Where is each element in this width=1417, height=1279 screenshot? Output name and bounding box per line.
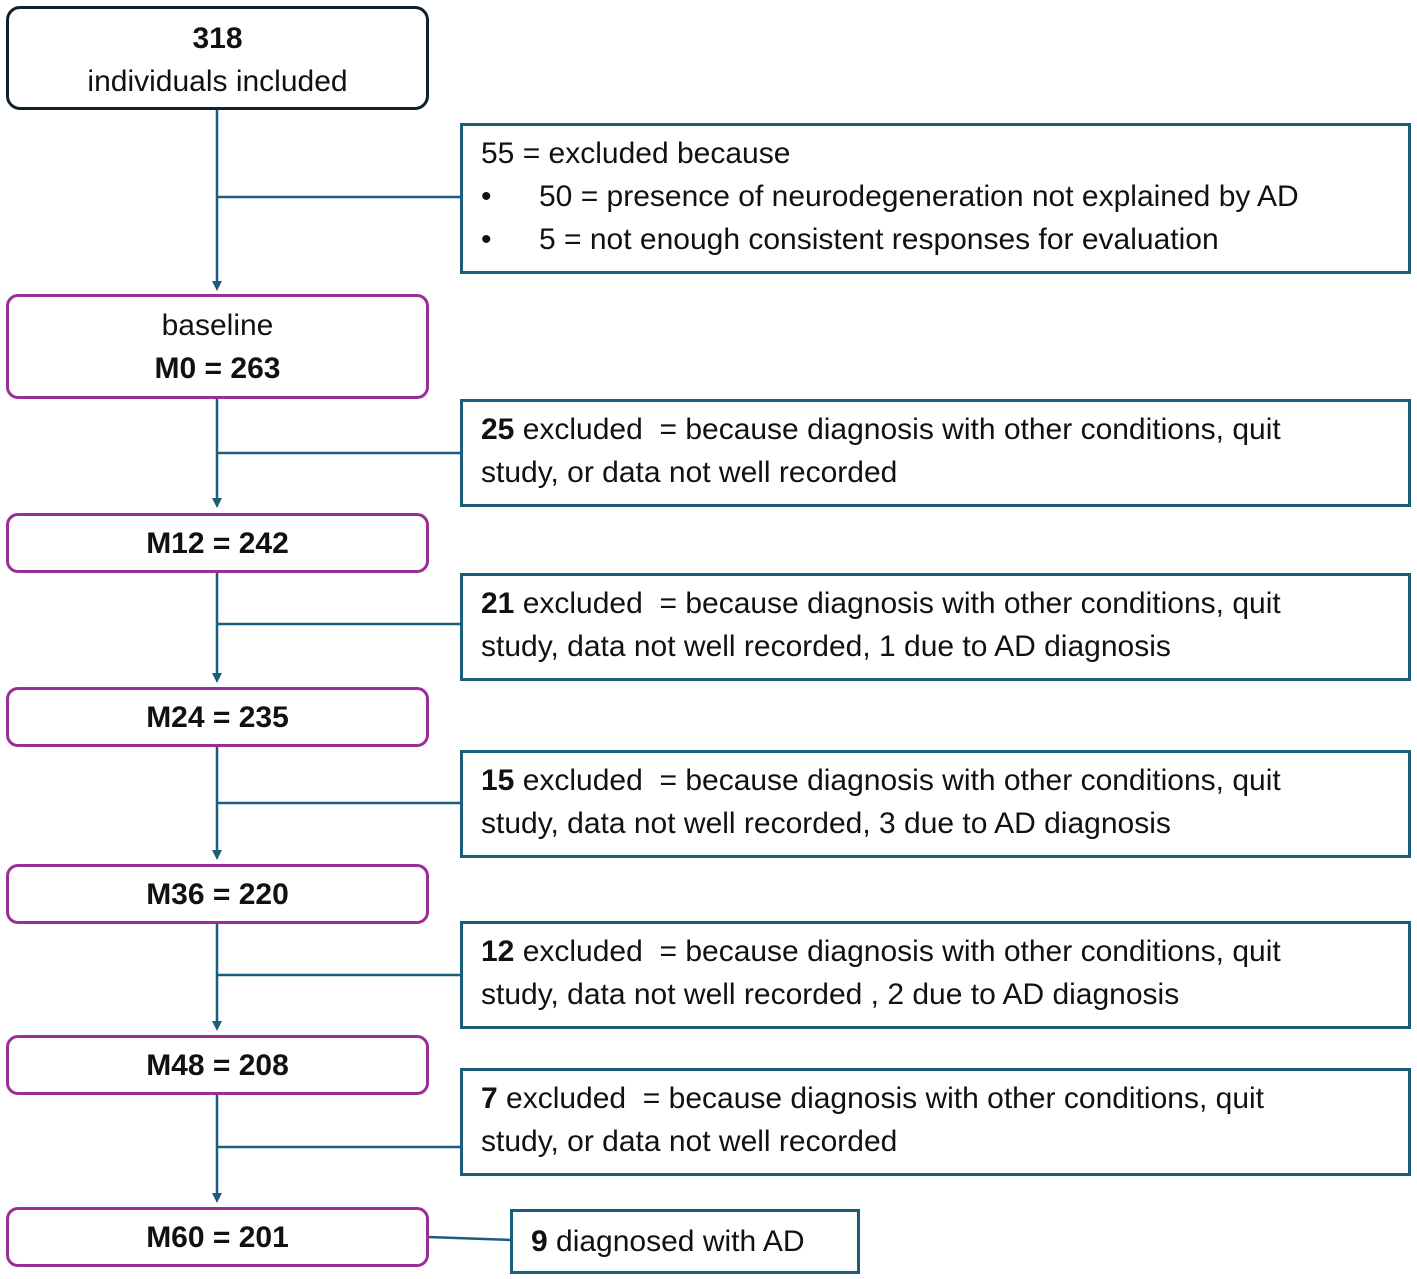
stage-label: M24 = 235 (146, 700, 289, 734)
stage-label: M48 = 208 (146, 1048, 289, 1082)
stage-box-m24: M24 = 235 (6, 687, 429, 747)
stage-box-m36: M36 = 220 (6, 864, 429, 924)
first-exclusion-box: 55 = excluded because •50 = presence of … (460, 123, 1411, 274)
stage-box-m48: M48 = 208 (6, 1035, 429, 1095)
exclusion-count: 21 (481, 587, 515, 620)
diagnosed-text: diagnosed with AD (547, 1225, 805, 1258)
exclusion-box: 21 excluded = because diagnosis with oth… (460, 573, 1411, 681)
exclusion-text: excluded = because diagnosis with other … (514, 413, 1281, 446)
stage-label: M36 = 220 (146, 877, 289, 911)
exclusion-text: excluded = because diagnosis with other … (497, 1082, 1265, 1115)
exclusion-count: 12 (481, 935, 515, 968)
stage-label: M12 = 242 (146, 526, 289, 560)
exclusion-text: excluded = because diagnosis with other … (514, 587, 1281, 620)
exclusion-count: 7 (481, 1082, 498, 1115)
baseline-box: baseline M0 = 263 (6, 294, 429, 399)
exclusion-box: 7 excluded = because diagnosis with othe… (460, 1068, 1411, 1176)
exclusion-box: 25 excluded = because diagnosis with oth… (460, 399, 1411, 507)
stage-box-m12: M12 = 242 (6, 513, 429, 573)
start-box: 318 individuals included (6, 6, 429, 110)
exclusion-text-line2: study, data not well recorded, 3 due to … (481, 807, 1171, 840)
exclusion-count: 15 (481, 764, 515, 797)
diagnosed-box: 9 diagnosed with AD (510, 1209, 860, 1274)
stage-label: M60 = 201 (146, 1220, 289, 1254)
connector-m60-to-diagnosed (427, 1235, 512, 1242)
first-exclusion-bullet-text: 50 = presence of neurodegeneration not e… (539, 180, 1299, 213)
exclusion-text: excluded = because diagnosis with other … (514, 935, 1281, 968)
exclusion-text: excluded = because diagnosis with other … (514, 764, 1281, 797)
baseline-value: M0 = 263 (154, 351, 281, 385)
exclusion-text-line2: study, data not well recorded , 2 due to… (481, 978, 1180, 1011)
first-exclusion-bullet: •50 = presence of neurodegeneration not … (481, 175, 1408, 218)
first-exclusion-bullet-text: 5 = not enough consistent responses for … (539, 223, 1219, 256)
baseline-label: baseline (161, 308, 274, 342)
exclusion-box: 12 excluded = because diagnosis with oth… (460, 921, 1411, 1029)
start-count: 318 (192, 22, 243, 55)
exclusion-count: 25 (481, 413, 515, 446)
diagnosed-count: 9 (531, 1225, 548, 1258)
exclusion-text-line2: study, or data not well recorded (481, 456, 898, 489)
first-exclusion-header: 55 = excluded because (481, 137, 791, 170)
first-exclusion-bullet: •5 = not enough consistent responses for… (481, 218, 1408, 261)
stage-box-m60: M60 = 201 (6, 1207, 429, 1267)
start-label: individuals included (87, 65, 348, 98)
exclusion-text-line2: study, or data not well recorded (481, 1125, 898, 1158)
exclusion-text-line2: study, data not well recorded, 1 due to … (481, 630, 1171, 663)
exclusion-box: 15 excluded = because diagnosis with oth… (460, 750, 1411, 858)
